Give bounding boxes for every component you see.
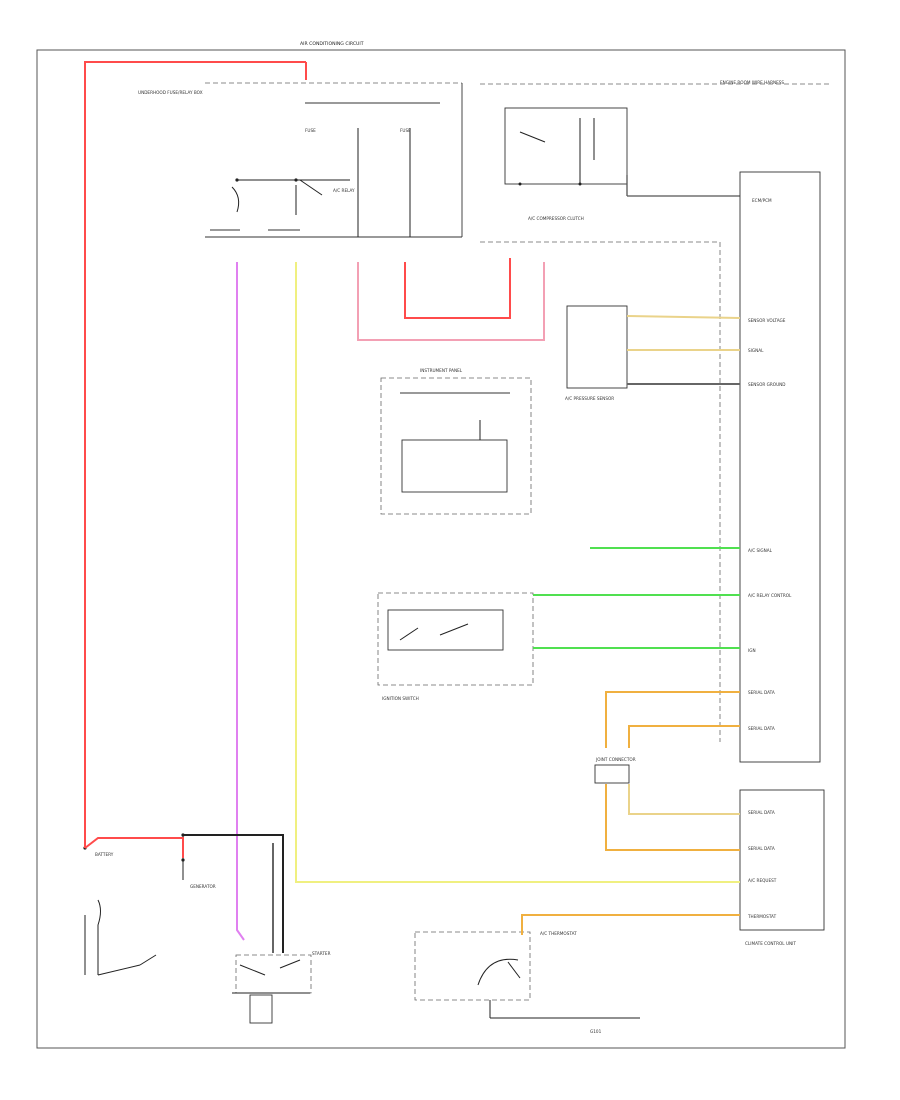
ac-relay-label: A/C RELAY: [333, 188, 355, 193]
thermostat-box: A/C THERMOSTAT: [414, 931, 577, 1001]
ecm-pin-4: A/C SIGNAL: [748, 548, 773, 553]
wire-layer: [84, 61, 741, 953]
wire-orange-ccu-1: [605, 691, 740, 748]
battery-label: BATTERY: [95, 852, 114, 857]
ecm-label: ECM/PCM: [752, 198, 772, 203]
wire-pink-loop: [357, 262, 545, 341]
ignition-switch-box: IGNITION SWITCH: [377, 592, 534, 701]
wire-black-ground: [183, 834, 284, 953]
diagram-frame: [36, 49, 846, 1049]
ccu-pin-4: THERMOSTAT: [747, 914, 777, 919]
ecm-pin-2: SIGNAL: [748, 348, 764, 353]
fuse-a-label: FUSE: [305, 128, 316, 133]
top-right-label: ENGINE ROOM WIRE HARNESS: [720, 80, 784, 85]
instrument-panel-label: INSTRUMENT PANEL: [420, 368, 463, 373]
ccu-pin-1: SERIAL DATA: [748, 810, 775, 815]
underhood-fuse-label: UNDERHOOD FUSE/RELAY BOX: [138, 90, 203, 95]
climate-control-label: CLIMATE CONTROL UNIT: [745, 941, 796, 946]
wire-red-main: [84, 61, 306, 848]
wire-tan-sensor-1: [626, 315, 741, 319]
compressor-clutch-label: A/C COMPRESSOR CLUTCH: [528, 216, 584, 221]
wire-orange-ccu-2: [628, 725, 740, 748]
joint-connector: JOINT CONNECTOR: [594, 757, 636, 784]
ecm-pin-7: SERIAL DATA: [748, 690, 775, 695]
wire-tan-ccu-1: [628, 784, 740, 815]
ground-label: G101: [590, 1029, 602, 1034]
diagram-title: AIR CONDITIONING CIRCUIT: [300, 41, 364, 47]
wire-violet-starter: [236, 262, 245, 941]
battery-area: BATTERY GENERATOR STARTER: [83, 833, 331, 1024]
wire-yellow-main: [295, 262, 740, 883]
pressure-sensor-label: A/C PRESSURE SENSOR: [565, 396, 614, 401]
wire-red-clutch: [404, 258, 511, 319]
generator-label: GENERATOR: [190, 884, 216, 889]
compressor-clutch-box: A/C COMPRESSOR CLUTCH: [504, 107, 740, 221]
underhood-fuse-box: UNDERHOOD FUSE/RELAY BOX A/C RELAY FUSE …: [138, 82, 463, 238]
wire-red-bat-gen: [84, 837, 184, 858]
ecm-pin-3: SENSOR GROUND: [748, 382, 786, 387]
ecm-pin-1: SENSOR VOLTAGE: [748, 318, 786, 323]
pressure-sensor-box: A/C PRESSURE SENSOR: [565, 305, 628, 401]
starter-label: STARTER: [312, 951, 331, 956]
ecm-pin-8: SERIAL DATA: [748, 726, 775, 731]
climate-control-box: SERIAL DATA SERIAL DATA A/C REQUEST THER…: [739, 789, 825, 946]
wire-orange-ccu-2b: [605, 784, 740, 851]
ccu-pin-3: A/C REQUEST: [748, 878, 777, 883]
ignition-switch-label: IGNITION SWITCH: [382, 696, 419, 701]
instrument-panel-box: INSTRUMENT PANEL: [380, 368, 532, 515]
joint-connector-label: JOINT CONNECTOR: [595, 757, 636, 762]
ccu-pin-2: SERIAL DATA: [748, 846, 775, 851]
ecm-pin-5: A/C RELAY CONTROL: [748, 593, 792, 598]
wire-orange-thermo: [521, 914, 740, 935]
ecm-box: ECM/PCM SENSOR VOLTAGE SIGNAL SENSOR GRO…: [739, 171, 821, 763]
ecm-pin-6: IGN: [748, 648, 756, 653]
thermostat-label: A/C THERMOSTAT: [540, 931, 577, 936]
fuse-b-label: FUSE: [400, 128, 411, 133]
